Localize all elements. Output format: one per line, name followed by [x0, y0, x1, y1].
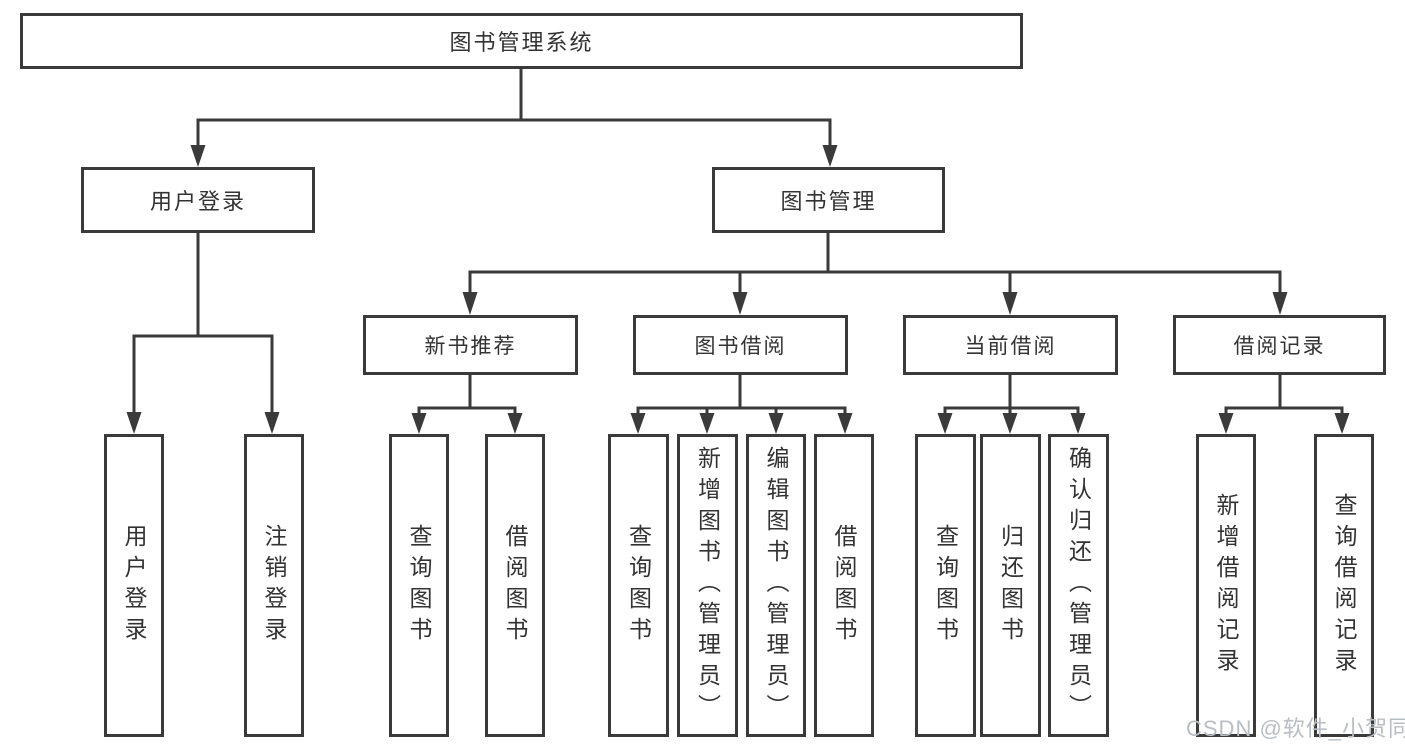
arrowhead-icon: [1272, 292, 1288, 315]
arrowhead-icon: [822, 145, 838, 167]
leaf-node-add-books-admin: 新增图书（管理员）: [677, 434, 738, 737]
branch-node-book-management: 图书管理: [712, 167, 945, 233]
leaf-node-label: 查询借阅记录: [1331, 492, 1357, 679]
arrowhead-icon: [190, 145, 206, 167]
connector-book-borrow-to-leaves: [630, 375, 853, 434]
group-node-label: 借阅记录: [1233, 335, 1326, 358]
branch-node-user-login: 用户登录: [81, 167, 315, 233]
branch-node-label: 图书管理: [780, 189, 877, 214]
root-node-library-system: 图书管理系统: [20, 13, 1023, 69]
arrowhead-icon: [732, 292, 748, 315]
leaf-node-query-borrow-record: 查询借阅记录: [1314, 434, 1374, 737]
leaf-node-return-books: 归还图书: [980, 434, 1041, 737]
leaf-node-confirm-return-admin: 确认归还（管理员）: [1048, 434, 1109, 737]
leaf-node-label: 归还图书: [997, 523, 1024, 648]
arrowhead-icon: [837, 413, 853, 434]
leaf-node-query-books: 查询图书: [389, 434, 449, 737]
leaf-node-user-login: 用户登录: [104, 434, 164, 737]
arrowhead-icon: [699, 413, 715, 434]
connector-root-to-branches: [190, 68, 838, 167]
arrowhead-icon: [411, 413, 427, 434]
connector-borrow-records-to-leaves: [1218, 375, 1350, 434]
leaf-node-label: 确认归还（管理员）: [1065, 446, 1092, 725]
arrowhead-icon: [126, 412, 142, 434]
arrowhead-icon: [630, 413, 646, 434]
group-node-label: 图书借阅: [694, 335, 787, 358]
arrowhead-icon: [1002, 292, 1018, 315]
arrowhead-icon: [264, 412, 280, 434]
leaf-node-label: 借阅图书: [502, 523, 528, 648]
arrowhead-icon: [1218, 413, 1234, 434]
leaf-node-edit-books-admin: 编辑图书（管理员）: [746, 434, 806, 737]
csdn-watermark: CSDN @软件_小贺同学: [1186, 716, 1405, 741]
leaf-node-label: 新增借阅记录: [1213, 492, 1239, 679]
root-node-label: 图书管理系统: [449, 30, 594, 55]
group-node-book-borrowing: 图书借阅: [633, 315, 848, 375]
leaf-node-query-books: 查询图书: [915, 434, 976, 737]
group-node-current-borrowing: 当前借阅: [903, 315, 1118, 375]
leaf-node-label: 用户登录: [121, 523, 147, 648]
connector-user-login-to-leaves: [126, 233, 280, 434]
arrowhead-icon: [462, 292, 478, 315]
group-node-borrowing-records: 借阅记录: [1173, 315, 1386, 375]
leaf-node-label: 查询图书: [932, 523, 959, 648]
leaf-node-label: 查询图书: [406, 523, 432, 648]
leaf-node-label: 注销登录: [261, 523, 287, 648]
arrowhead-icon: [937, 413, 953, 434]
arrowhead-icon: [1002, 413, 1018, 434]
leaf-node-borrow-books: 借阅图书: [814, 434, 874, 737]
connector-book-mgmt-to-groups: [462, 233, 1288, 315]
connector-new-books-to-leaves: [411, 375, 523, 434]
arrowhead-icon: [1334, 413, 1350, 434]
arrowhead-icon: [507, 413, 523, 434]
leaf-node-query-books: 查询图书: [608, 434, 669, 737]
leaf-node-logout: 注销登录: [244, 434, 304, 737]
leaf-node-add-borrow-record: 新增借阅记录: [1196, 434, 1256, 737]
arrowhead-icon: [768, 413, 784, 434]
arrowhead-icon: [1070, 413, 1086, 434]
leaf-node-label: 新增图书（管理员）: [694, 446, 721, 725]
branch-node-label: 用户登录: [149, 189, 246, 214]
leaf-node-label: 查询图书: [625, 523, 652, 648]
group-node-label: 当前借阅: [964, 335, 1057, 358]
group-node-label: 新书推荐: [424, 335, 517, 358]
leaf-node-borrow-books: 借阅图书: [485, 434, 545, 737]
leaf-node-label: 编辑图书（管理员）: [763, 446, 789, 725]
leaf-node-label: 借阅图书: [831, 523, 857, 648]
connector-current-borrow-to-leaves: [937, 375, 1086, 434]
group-node-new-book-recommend: 新书推荐: [363, 315, 578, 375]
